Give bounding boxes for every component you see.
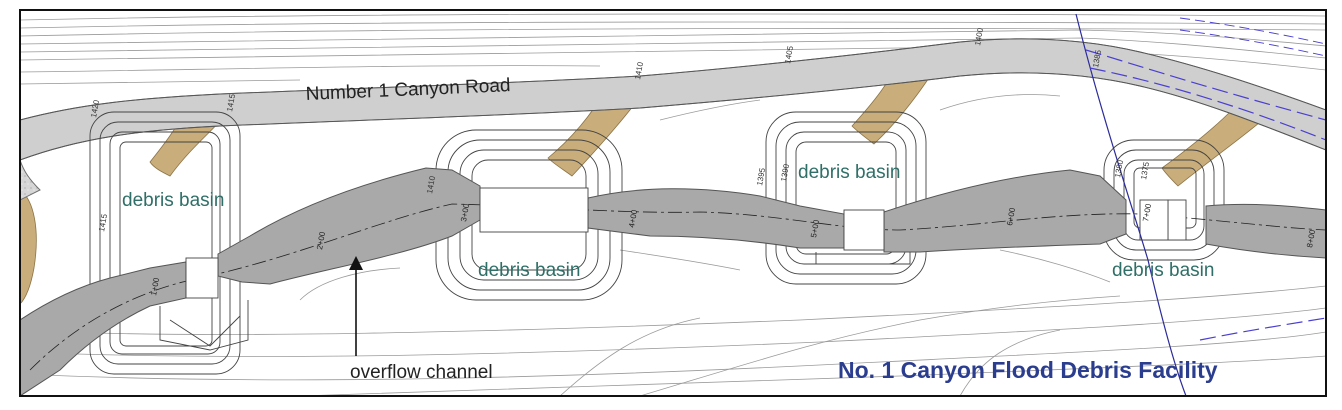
- station-label: 8+00: [1305, 228, 1317, 248]
- elevation-label: 1380: [1113, 159, 1125, 179]
- station-label: 6+00: [1005, 206, 1017, 226]
- overflow-channel-callout: overflow channel: [349, 256, 493, 383]
- elevation-label: 1395: [755, 167, 767, 187]
- station-label: 7+00: [1141, 202, 1153, 222]
- contour-lines: [20, 13, 1326, 396]
- overflow-channel-label: overflow channel: [350, 362, 493, 383]
- elevation-label: 1415: [97, 213, 109, 233]
- arrow-up-icon: [349, 256, 363, 270]
- basin-label: debris basin: [798, 162, 900, 183]
- elevation-label: 1405: [783, 45, 795, 65]
- station-label: 3+00: [459, 202, 471, 222]
- figure-title: No. 1 Canyon Flood Debris Facility: [838, 357, 1218, 383]
- elevation-labels: 1420 1415 1410 1405 1400 1395 1390 1385 …: [89, 27, 1151, 233]
- canyon-road: [20, 38, 1326, 201]
- map-area: 1420 1415 1410 1405 1400 1395 1390 1385 …: [20, 13, 1326, 396]
- basin-label: debris basin: [122, 190, 224, 211]
- station-label: 4+00: [627, 208, 639, 228]
- elevation-label: 1410: [425, 175, 437, 195]
- elevation-label: 1420: [89, 99, 101, 119]
- elevation-label: 1415: [225, 93, 237, 113]
- basin-label: debris basin: [478, 260, 580, 281]
- station-label: 1+00: [149, 276, 161, 296]
- basin-label: debris basin: [1112, 260, 1214, 281]
- station-labels: 1+00 2+00 3+00 4+00 5+00 6+00 7+00 8+00: [149, 202, 1317, 296]
- elevation-label: 1390: [779, 163, 791, 183]
- figure-border: [19, 9, 1327, 397]
- boundary-lines: [1075, 13, 1326, 396]
- station-label: 5+00: [809, 218, 821, 238]
- elevation-label: 1400: [973, 27, 985, 47]
- elevation-label: 1375: [1139, 161, 1151, 181]
- elevation-label: 1410: [633, 61, 645, 81]
- overflow-channel-path: [20, 167, 1326, 396]
- station-label: 2+00: [315, 230, 327, 250]
- elevation-label: 1385: [1091, 49, 1103, 69]
